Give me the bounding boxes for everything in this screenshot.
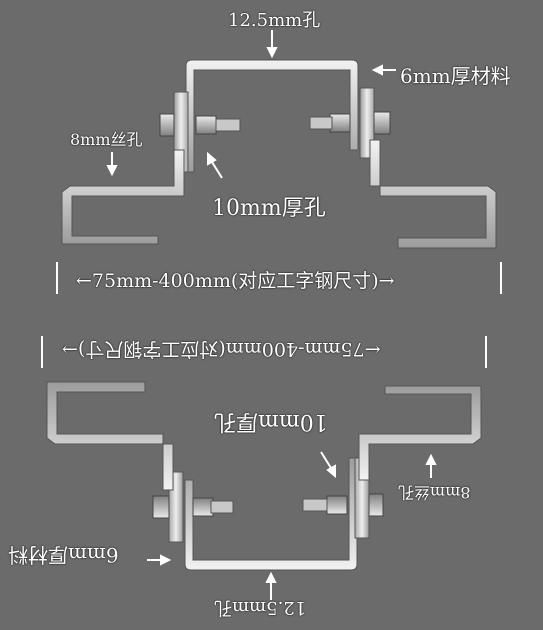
top-hole-12-label: 12.5mm孔 <box>228 10 321 31</box>
top-dimension-label: ←75mm-400mm(对应工字钢尺寸)→ <box>76 270 395 292</box>
top-thread-hole-label: 8mm丝孔 <box>70 130 143 149</box>
top-bracket <box>61 59 497 249</box>
top-thickness-label: 6mm厚材料 <box>400 64 511 88</box>
top-left-bolt-head <box>159 113 175 137</box>
top-left-clamp <box>61 149 185 245</box>
bottom-bracket <box>46 381 482 571</box>
top-thick-hole-label: 10mm厚孔 <box>212 196 326 221</box>
top-right-nut <box>329 113 351 133</box>
bottom-hole-12-label: 12.5mm孔 <box>214 597 307 618</box>
top-left-nut <box>195 115 217 135</box>
bottom-dimension-label: ←75mm-400mm(对应工字钢尺寸)→ <box>62 338 381 360</box>
bottom-callout-arrows <box>41 336 487 600</box>
top-right-thread <box>309 116 333 130</box>
top-u-channel <box>185 59 359 173</box>
top-right-clamp <box>369 139 497 249</box>
bottom-thickness-label: 6mm厚材料 <box>8 543 119 567</box>
top-callout-arrows <box>56 30 502 294</box>
top-left-thread <box>215 118 241 132</box>
bottom-thread-hole-label: 8mm丝孔 <box>398 483 471 502</box>
top-right-bolt-head <box>373 111 391 135</box>
bottom-thick-hole-label: 10mm厚孔 <box>214 409 328 434</box>
